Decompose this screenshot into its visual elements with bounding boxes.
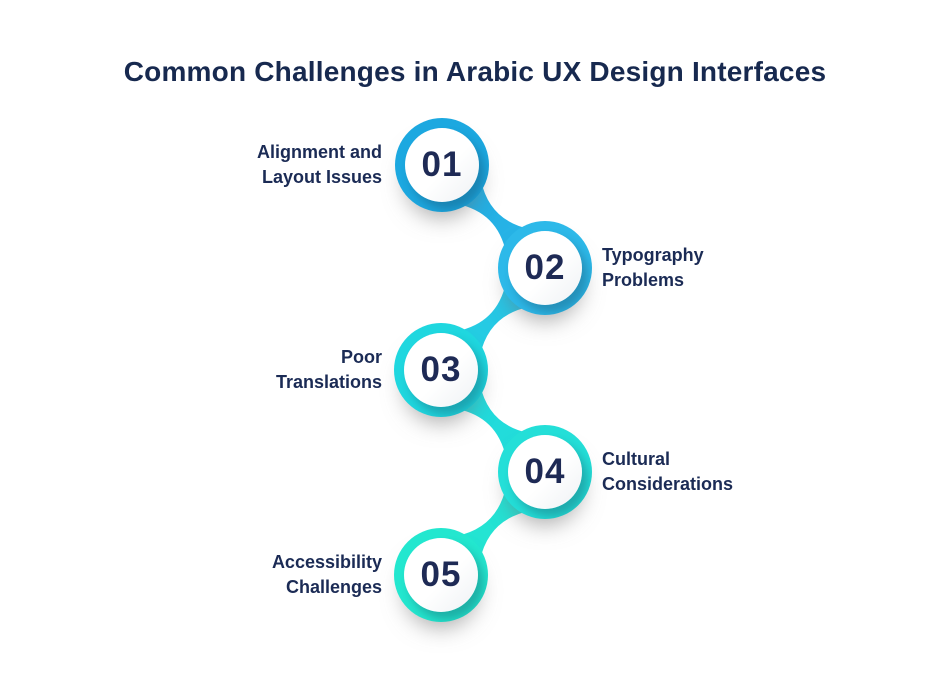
step-label-02: Typography Problems bbox=[602, 245, 704, 290]
step-node-01: 01 bbox=[395, 118, 489, 212]
step-node-04: 04 bbox=[498, 425, 592, 519]
step-label-03: Poor Translations bbox=[275, 347, 382, 392]
step-label-05: Accessibility Challenges bbox=[271, 552, 382, 597]
step-number: 04 bbox=[524, 452, 566, 491]
page-title: Common Challenges in Arabic UX Design In… bbox=[123, 56, 827, 87]
step-node-05: 05 bbox=[394, 528, 488, 622]
step-number: 05 bbox=[420, 555, 462, 594]
step-number-circle: 01 bbox=[405, 128, 479, 202]
step-number: 02 bbox=[524, 248, 566, 287]
step-node-02: 02 bbox=[498, 221, 592, 315]
step-label-04: Cultural Considerations bbox=[602, 449, 734, 494]
step-number-circle: 03 bbox=[404, 333, 478, 407]
step-number-circle: 05 bbox=[404, 538, 478, 612]
step-number: 01 bbox=[421, 145, 463, 184]
step-node-03: 03 bbox=[394, 323, 488, 417]
step-label-01: Alignment and Layout Issues bbox=[257, 142, 382, 187]
step-number-circle: 04 bbox=[508, 435, 582, 509]
step-number-circle: 02 bbox=[508, 231, 582, 305]
step-number: 03 bbox=[420, 350, 462, 389]
